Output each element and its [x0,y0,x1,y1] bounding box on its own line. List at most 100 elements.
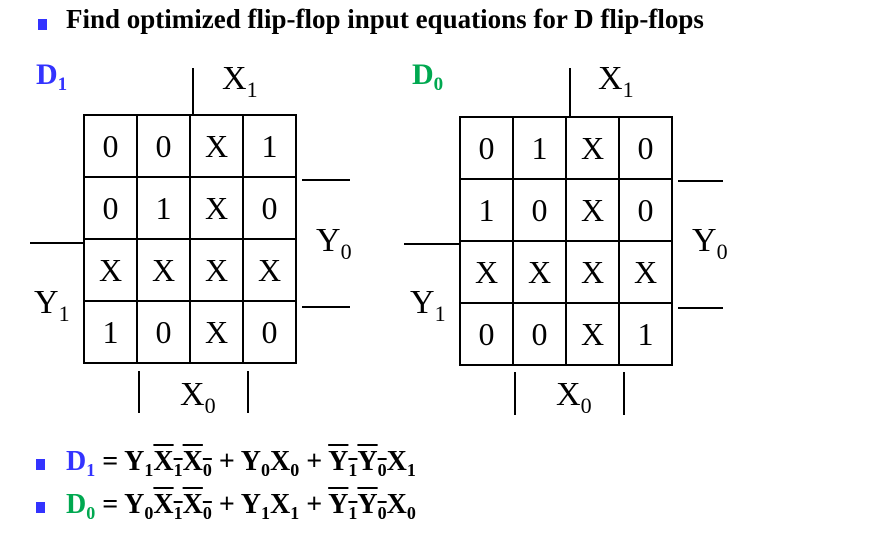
plus-sign: + [211,446,241,477]
var-x1: X1 [598,60,634,103]
literal: Y1 [241,489,271,523]
y0-bracket-line-top [678,180,723,182]
var-x0: X0 [180,376,216,419]
kmap-cell: 1 [242,114,297,178]
product-term: Y0X1X0 [124,489,212,523]
literal-var: X [270,489,291,520]
complemented-literal: X1 [153,489,183,523]
var-y1: Y1 [410,284,446,327]
complemented-literal: Y0 [357,489,387,523]
kmap-cell: X [83,238,138,302]
literal-sub: 1 [261,503,271,523]
kmap-cell: 0 [618,116,673,180]
equals-sign: = [95,446,125,477]
literal-sub: 0 [202,460,212,480]
var-sub: 0 [204,393,216,418]
literal-var: X [386,446,407,477]
map-label-sub: 1 [57,74,68,95]
kmap-cell: X [618,240,673,304]
kmap-cell: X [189,238,244,302]
kmap-cell: 1 [83,300,138,364]
literal-sub: 0 [377,503,387,523]
x0-bracket-line-left [514,372,516,415]
kmap-cell: 0 [83,176,138,240]
literal-sub: 1 [173,503,183,523]
literal: X1 [270,489,300,523]
kmap-cell: 1 [618,302,673,366]
bullet-icon [36,502,45,513]
equation-d1: D1 = Y1X1X0 + Y0X0 + Y1Y0X1 [66,446,416,481]
kmap-cell: X [189,114,244,178]
literal-sub: 0 [202,503,212,523]
equals-sign: = [95,489,125,520]
kmap-cell: 0 [136,114,191,178]
var-letter: X [222,60,247,97]
bullet-icon [36,459,45,470]
map-label-d1: D1 [36,58,67,96]
kmap-cell: X [512,240,567,304]
kmap-cell: X [565,240,620,304]
var-sub: 0 [580,393,592,418]
x0-bracket-line-right [247,371,249,413]
kmap-cell: 0 [512,178,567,242]
product-term: Y0X0 [241,446,299,480]
var-letter: Y [34,284,59,321]
kmap-cell: X [565,116,620,180]
var-sub: 1 [434,301,446,326]
kmap-cell: X [242,238,297,302]
x0-bracket-line-left [138,371,140,413]
x1-bracket-line [569,68,571,118]
literal-var: Y [124,446,145,477]
literal: Y0 [241,446,271,480]
var-sub: 1 [58,301,70,326]
var-sub: 1 [246,77,258,102]
literal-sub: 1 [406,460,416,480]
literal-var: Y [328,489,349,520]
kmap-cell: 0 [83,114,138,178]
literal-var: Y [357,489,378,520]
literal-sub: 1 [290,503,300,523]
kmap-cell: 1 [459,178,514,242]
var-y0: Y0 [316,222,352,265]
lhs-sub: 1 [86,460,96,480]
plus-sign: + [211,489,241,520]
literal-sub: 0 [144,503,154,523]
literal-var: X [182,446,203,477]
var-y1: Y1 [34,284,70,327]
y1-bracket-line [30,242,84,244]
y0-bracket-line-bottom [302,306,350,308]
kmap-cell: 0 [242,300,297,364]
literal-var: Y [357,446,378,477]
var-sub: 1 [622,77,634,102]
map-label-sub: 0 [433,74,444,95]
bullet-icon [38,19,47,30]
slide-title: Find optimized flip-flop input equations… [66,4,704,34]
kmap-cell: X [136,238,191,302]
var-letter: Y [692,222,717,259]
var-sub: 0 [716,239,728,264]
kmap-cell: X [565,178,620,242]
kmap-cell: 0 [512,302,567,366]
var-letter: X [598,60,623,97]
var-letter: X [180,376,205,413]
plus-sign: + [299,446,329,477]
var-y0: Y0 [692,222,728,265]
plus-sign: + [299,489,329,520]
literal-var: Y [124,489,145,520]
literal-sub: 0 [261,460,271,480]
y0-bracket-line-bottom [678,307,723,309]
literal-var: X [386,489,407,520]
x1-bracket-line [192,68,194,116]
kmap-cell: 1 [512,116,567,180]
y1-bracket-line [404,243,460,245]
lhs-letter: D [66,446,87,477]
kmap-cell: 0 [136,300,191,364]
